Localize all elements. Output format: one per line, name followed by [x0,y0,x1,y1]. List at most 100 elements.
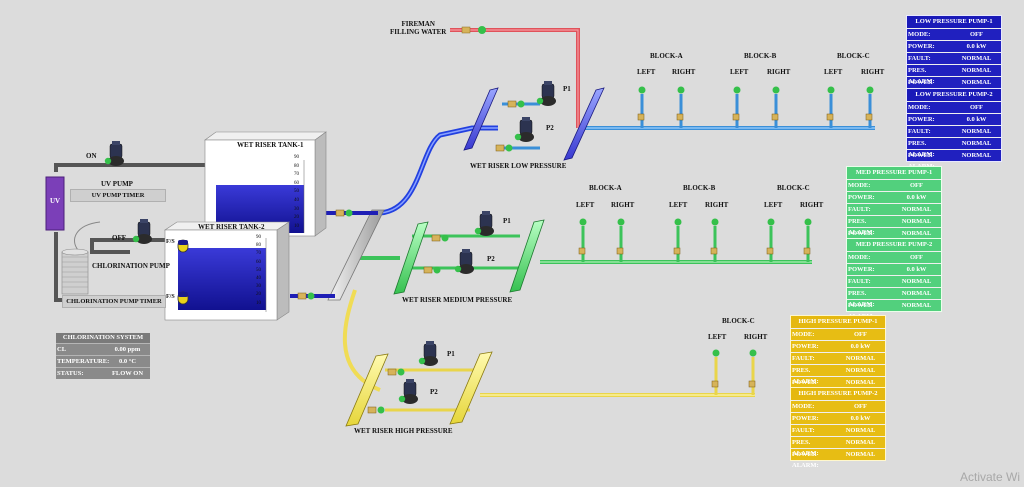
med-valve-1-icon[interactable] [431,234,449,242]
low-side-5: LEFT [824,68,843,76]
panel-row-value: 0.0 kW [850,415,871,422]
low-branch-tap-2-icon[interactable] [676,86,685,129]
fireman-valve-icon[interactable] [461,26,486,34]
high-pump-p1-icon[interactable] [418,341,438,366]
low-valve-2-icon[interactable] [495,144,513,152]
panel-row: POWER:0.0 kW [907,114,1001,125]
chlorination-pump-icon[interactable] [132,219,152,244]
med-branch-tap-6-icon[interactable] [803,218,812,263]
panel-row-value: NORMAL [845,451,876,458]
panel-row: MODE:OFF [907,29,1001,40]
panel-row-value: NORMAL [901,230,932,237]
panel-row-value: NORMAL [901,278,932,285]
med-branch-tap-4-icon[interactable] [710,218,719,263]
low-block-a: BLOCK-A [650,52,683,60]
float-switch-top-icon [177,239,189,253]
panel-row-key: POWER ALARM: [908,152,935,170]
scale-tick-label: 20 [294,215,299,221]
chl-cl-value: 0.00 ppm [114,346,141,353]
panel-row-value: OFF [854,331,867,338]
med-valve-2-icon[interactable] [423,266,441,274]
scale-tick-label: 40 [294,198,299,203]
scale-tick-label: 90 [256,235,261,240]
chlorination-pump-timer-button[interactable]: CHLORINATION PUMP TIMER [62,295,166,308]
tank-1-outlet-valve-icon[interactable] [335,209,353,217]
low-branch-tap-5-icon[interactable] [826,86,835,129]
fireman-fill-pipe [450,28,580,128]
panel-row: POWER:0.0 kW [907,41,1001,52]
low-p2-label: P2 [546,124,554,132]
chl-status-value: FLOW ON [111,370,144,377]
panel-row-key: MODE: [792,403,815,410]
med-branch-tap-5-icon[interactable] [766,218,775,263]
panel-row-key: POWER: [792,343,819,350]
panel-row: PRES. ALARM:NORMAL [847,216,941,236]
panel-row: MODE:OFF [907,102,1001,113]
panel-row-value: NORMAL [901,290,932,297]
panel-row-value: OFF [970,104,983,111]
med-branch-tap-1-icon[interactable] [578,218,587,263]
med-branch-tap-2-icon[interactable] [616,218,625,263]
med-branch-tap-3-icon[interactable] [673,218,682,263]
panel-row-value: OFF [910,254,923,261]
fireman-line-1: FIREMAN [401,20,435,28]
scale-tick-label: 80 [294,163,299,169]
high-branch-tap-1-icon[interactable] [711,349,720,396]
panel-row-key: FAULT: [848,206,871,213]
panel-row-value: NORMAL [961,128,992,135]
low-side-2: RIGHT [672,68,696,76]
med-pump-p1-icon[interactable] [474,211,494,236]
uv-pump-icon[interactable] [104,141,124,166]
uv-pump-timer-button[interactable]: UV PUMP TIMER [70,189,166,202]
low-branch-tap-6-icon[interactable] [865,86,874,129]
med-side-6: RIGHT [800,201,824,209]
panel-title: MED PRESSURE PUMP-2 [847,239,941,251]
high-valve-2-icon[interactable] [367,406,385,414]
tank-2-outlet-valve-icon[interactable] [297,292,315,300]
low-block-c: BLOCK-C [837,52,870,60]
panel-row-value: OFF [854,403,867,410]
chlorination-pump-state: OFF [112,234,126,242]
panel-row: PRES. ALARM:NORMAL [847,288,941,308]
panel-row-value: NORMAL [845,379,876,386]
panel-row-key: POWER ALARM: [792,451,819,469]
panel-row-key: FAULT: [792,355,815,362]
panel-row: FAULT:NORMAL [847,276,941,287]
med-side-2: RIGHT [611,201,635,209]
panel-row: PRES. ALARM:NORMAL [791,365,885,385]
high-pump-p2-icon[interactable] [398,379,418,404]
panel-row: MODE:OFF [847,180,941,191]
high-side-2: RIGHT [744,333,768,341]
low-branch-tap-3-icon[interactable] [732,86,741,129]
panel-row-value: 0.0 kW [850,343,871,350]
float-switch-top-label: F/S [166,239,175,245]
panel-row-value: NORMAL [961,55,992,62]
panel-row-key: MODE: [848,182,871,189]
panel-row-key: POWER ALARM: [848,302,875,320]
low-pressure-manifold [463,87,605,161]
low-branch-tap-4-icon[interactable] [771,86,780,129]
panel-row-key: MODE: [908,31,931,38]
uv-unit[interactable] [45,176,65,231]
low-valve-1-icon[interactable] [507,100,525,108]
high-valve-1-icon[interactable] [387,368,405,376]
tank-2-title: WET RISER TANK-2 [198,223,265,231]
low-side-1: LEFT [637,68,656,76]
low-p1-label: P1 [563,85,571,93]
panel-row-value: NORMAL [901,206,932,213]
high-branch-tap-2-icon[interactable] [748,349,757,396]
low-pump-p1-icon[interactable] [536,81,556,106]
panel-title: HIGH PRESSURE PUMP-2 [791,388,885,400]
med-pump-p2-icon[interactable] [454,249,474,274]
low-branch-tap-1-icon[interactable] [637,86,646,129]
chl-cl-key: CL [57,346,67,353]
panel-row-value: NORMAL [961,79,992,86]
low-pump-p2-icon[interactable] [514,117,534,142]
